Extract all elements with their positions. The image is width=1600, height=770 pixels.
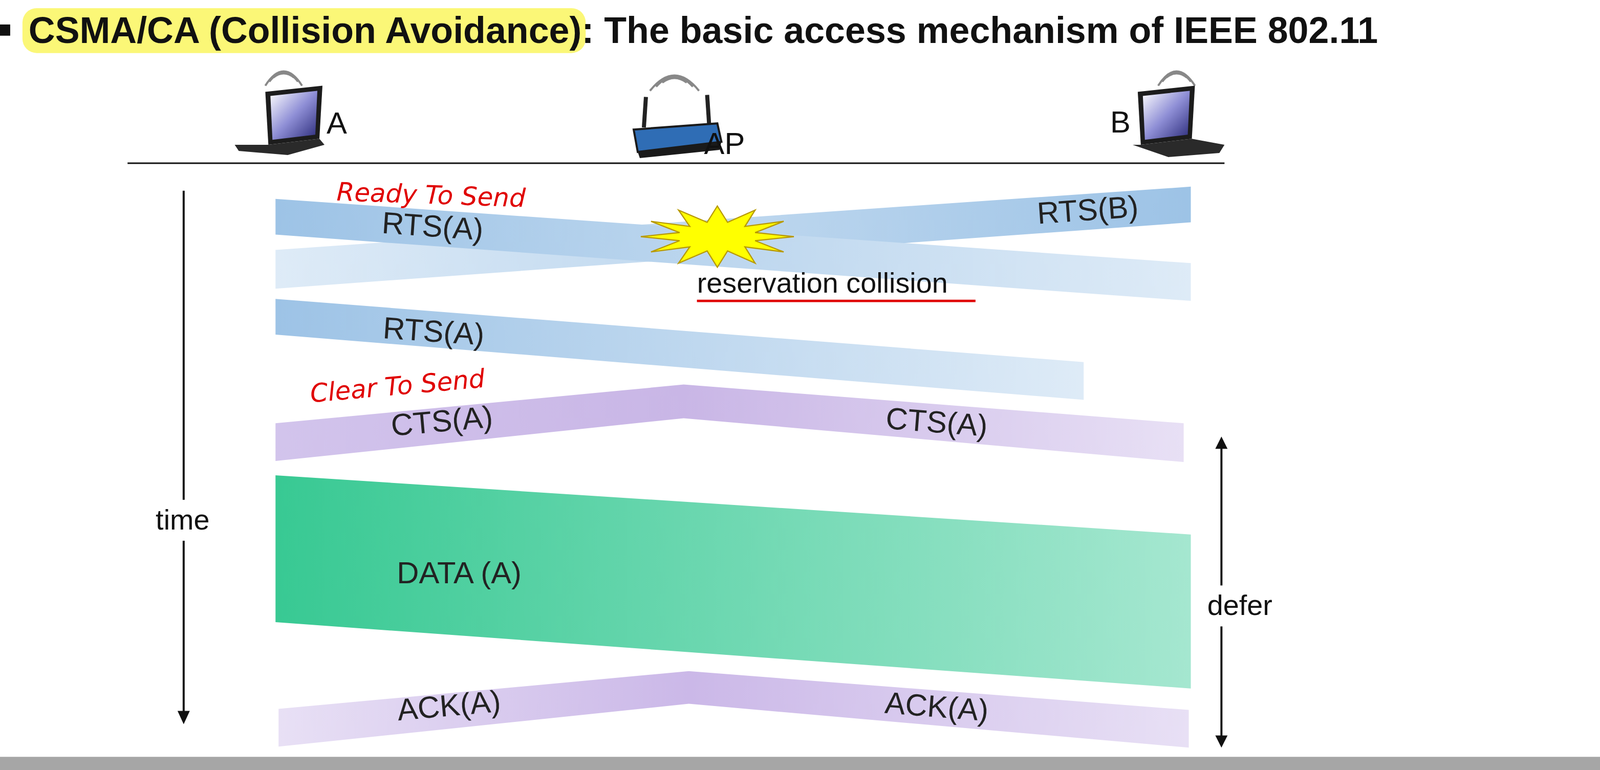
interval-label: defer: [1205, 585, 1275, 627]
message-label: DATA (A): [396, 558, 522, 590]
time-arrow: [177, 190, 190, 725]
station-name: A: [326, 107, 348, 139]
laptop-screen: [1137, 85, 1196, 145]
bullet: [0, 24, 11, 36]
station-name: B: [1110, 106, 1131, 138]
collision-label: reservation collision: [697, 269, 948, 298]
laptop-screen: [265, 85, 323, 145]
laptop-display: [1142, 90, 1191, 140]
laptop-display: [270, 90, 318, 140]
wifi-waves: [650, 75, 700, 92]
station-name: AP: [704, 128, 746, 160]
arrow-head: [177, 711, 190, 725]
message-band: DATA (A): [275, 475, 1191, 689]
arrow-head: [1215, 436, 1228, 449]
handwritten-note: Ready To Send: [336, 179, 526, 212]
arrow-head: [1215, 735, 1228, 748]
message-band: ACK(A)ACK(A): [278, 671, 1189, 749]
handwritten-note: Clear To Send: [309, 365, 486, 407]
laptop-icon: [1132, 71, 1225, 158]
message-label: RTS(A): [381, 312, 486, 351]
slide-title: CSMA/CA (Collision Avoidance): The basic…: [28, 10, 1378, 52]
wifi-waves: [265, 71, 302, 86]
antenna: [643, 96, 646, 128]
collision-burst: [640, 206, 794, 268]
axis-label: time: [153, 500, 212, 542]
laptop-icon: [234, 71, 325, 156]
antenna: [707, 94, 710, 126]
band-fill: [275, 475, 1191, 689]
footer-bar: [0, 757, 1600, 770]
wifi-waves: [1158, 71, 1196, 86]
red-underline: [697, 299, 976, 303]
header-rule: [127, 162, 1225, 164]
band-fill: [278, 671, 1189, 749]
laptop-base: [234, 138, 325, 156]
arrow-line: [182, 190, 185, 715]
laptop-base: [1132, 138, 1225, 158]
